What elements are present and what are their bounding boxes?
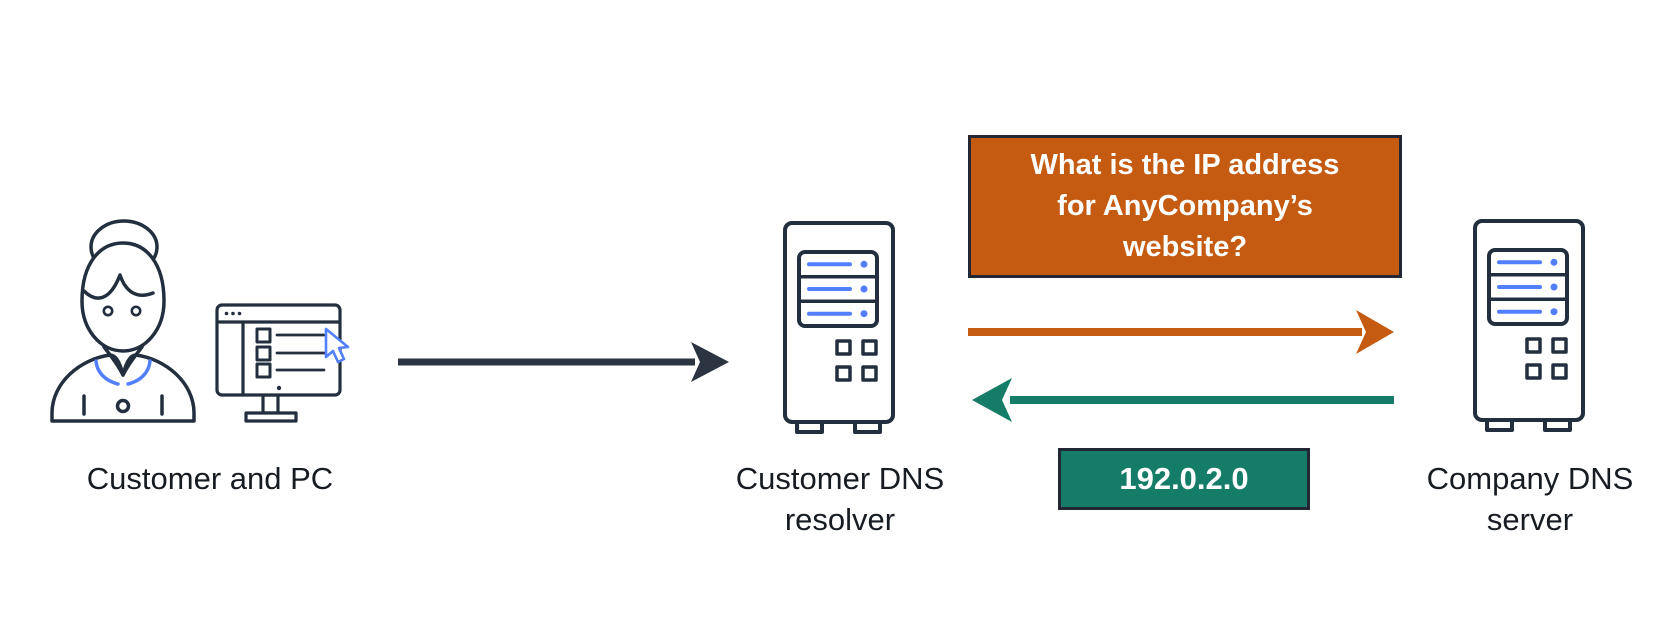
arrow-pc-to-resolver (398, 342, 729, 382)
company-dns-server-icon (1473, 219, 1585, 432)
arrow-head-left-icon (972, 378, 1012, 422)
monitor-stand (261, 393, 280, 415)
dns-resolver-server-icon (783, 221, 895, 434)
arrow-dns-query (968, 310, 1394, 354)
dns-query-line: What is the IP address (1030, 148, 1340, 181)
rack-led-dot (860, 260, 868, 268)
monitor-base (244, 411, 298, 423)
woman-and-monitor-icon (50, 219, 350, 423)
server-port (1551, 337, 1568, 354)
right-eye (130, 305, 142, 317)
power-dot (276, 385, 282, 391)
woman-icon (50, 219, 196, 423)
company-server-label: Company DNS server (1426, 461, 1634, 538)
rack-led-dot (860, 285, 868, 293)
dns-answer-box: 192.0.2.0 (1058, 448, 1310, 510)
customer-pc-label: Customer and PC (86, 461, 334, 496)
neckline (102, 345, 144, 377)
monitor-screen (215, 303, 342, 397)
arrow-dns-response (972, 378, 1394, 422)
server-port (835, 365, 852, 382)
ip-address-value: 192.0.2.0 (1119, 461, 1249, 496)
checkbox (255, 345, 272, 362)
rack-led-dot (1550, 308, 1558, 316)
server-port (835, 339, 852, 356)
browser-dot (224, 311, 229, 316)
rack-led-dot (1550, 258, 1558, 266)
collar-right (126, 359, 152, 386)
left-eye (102, 305, 114, 317)
arrow-head-right-icon (1356, 310, 1394, 354)
rack-led-dot (1550, 283, 1558, 291)
cursor-pointer-icon (324, 327, 350, 364)
server-port (1551, 363, 1568, 380)
browser-dot (231, 311, 235, 316)
dns-query-line: for AnyCompany’s (1057, 189, 1313, 222)
arrow-head-right-icon (691, 342, 729, 382)
collar-left (94, 359, 120, 386)
checkbox (255, 362, 272, 379)
resolver-label: Customer DNS resolver (735, 461, 945, 538)
button (115, 398, 131, 414)
rack-led-dot (860, 310, 868, 318)
dns-query-box: What is the IP address for AnyCompany’s … (968, 135, 1402, 278)
head (80, 241, 166, 353)
dns-query-line: website? (1122, 231, 1248, 264)
server-port (1525, 363, 1542, 380)
monitor-icon (215, 303, 350, 423)
server-port (861, 365, 878, 382)
browser-dot (237, 311, 242, 316)
server-port (1525, 337, 1542, 354)
server-port (861, 339, 878, 356)
checkbox (255, 327, 272, 344)
hair-fringe (82, 273, 155, 300)
